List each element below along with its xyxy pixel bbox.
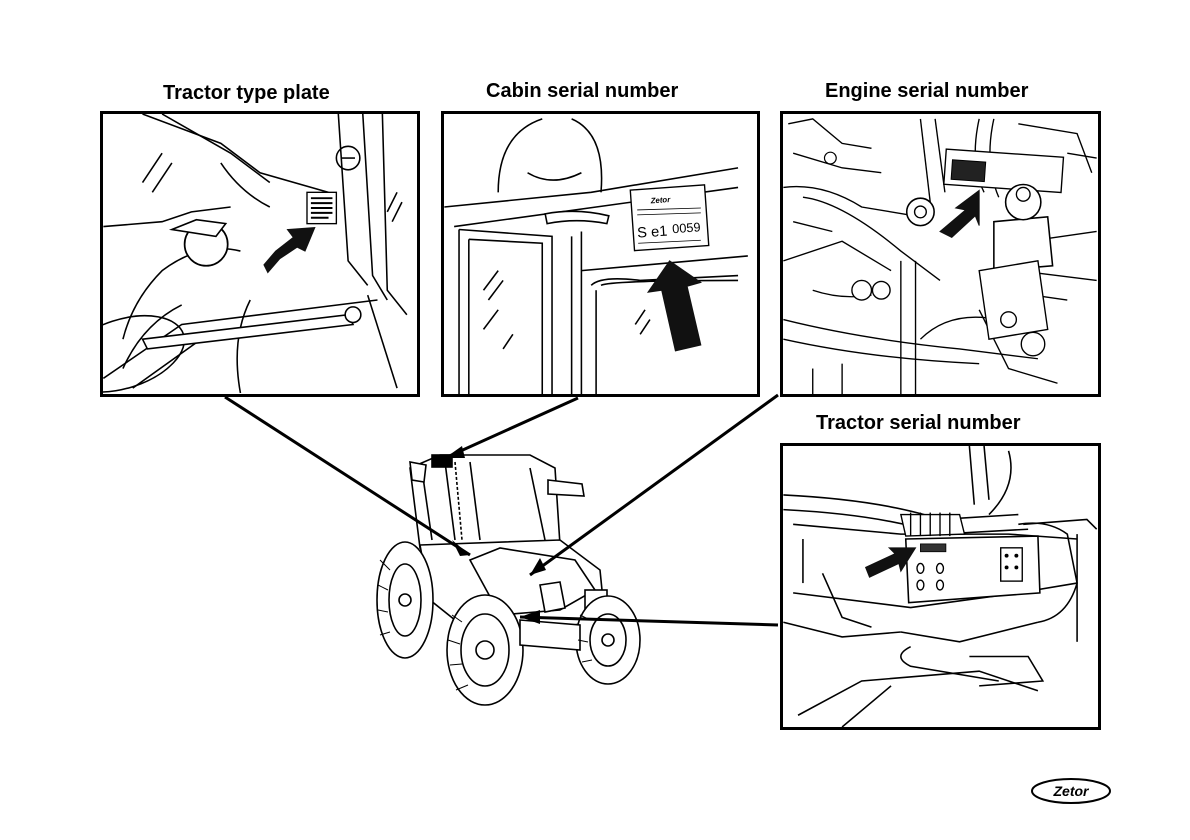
- cabin-plate-brand: Zetor: [649, 195, 671, 205]
- type-plate-illustration: [103, 114, 417, 394]
- arrowhead-engine: [530, 558, 546, 575]
- caption-engine-serial-number: Engine serial number: [825, 80, 1028, 103]
- arrowhead-cabin: [445, 446, 465, 458]
- cabin-plate-code-left: S e1: [637, 224, 668, 242]
- engine-illustration: [783, 114, 1098, 394]
- tractor-wheel-treads: [378, 560, 592, 690]
- cabin-plate-illustration: Zetor S e1 0059: [444, 114, 757, 394]
- cabin-serial-plate: Zetor S e1 0059: [630, 185, 708, 251]
- zetor-logo: Zetor: [1030, 776, 1112, 806]
- panel-tractor-type-plate: [100, 111, 420, 397]
- zetor-logo-text: Zetor: [1053, 783, 1091, 799]
- caption-cabin-serial-number: Cabin serial number: [486, 80, 678, 103]
- connector-type-plate: [225, 397, 470, 555]
- connector-engine: [530, 395, 778, 575]
- caption-tractor-type-plate: Tractor type plate: [163, 82, 330, 105]
- frame-illustration: [783, 446, 1098, 727]
- panel-tractor-serial-number: [780, 443, 1101, 730]
- arrowhead-frame: [520, 610, 540, 624]
- connector-lines: [225, 395, 778, 625]
- engine-pointer-arrow: [940, 190, 979, 237]
- connector-cabin: [445, 398, 578, 458]
- caption-tractor-serial-number: Tractor serial number: [816, 412, 1021, 435]
- type-plate-pointer-arrow: [264, 228, 315, 273]
- panel-cabin-serial-number: Zetor S e1 0059: [441, 111, 760, 397]
- arrowhead-type-plate: [452, 540, 470, 556]
- panel-engine-serial-number: [780, 111, 1101, 397]
- connector-frame: [520, 617, 778, 625]
- cabin-pointer-arrow: [648, 261, 701, 351]
- tractor-drawing: [377, 455, 640, 705]
- cabin-plate-code-right: 0059: [672, 219, 701, 236]
- connector-arrowheads: [445, 446, 546, 624]
